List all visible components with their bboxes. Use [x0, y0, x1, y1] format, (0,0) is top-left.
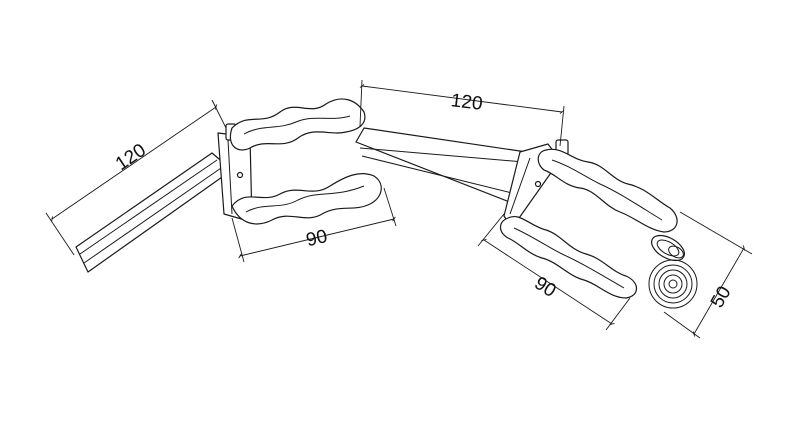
dimension-spring: 50: [663, 211, 753, 339]
dimension-label-left-frame: 90: [304, 226, 329, 251]
right-upper-seat: [537, 148, 678, 233]
pivot-hole: [236, 171, 244, 179]
dimension-label-right-frame: 90: [530, 273, 559, 302]
left-seesaw-unit: [75, 98, 382, 273]
pivot-hole: [534, 180, 542, 188]
dimension-label-left-arm: 120: [112, 140, 150, 175]
dimension-right-arm: 120: [359, 79, 565, 147]
spring-icon: [648, 234, 698, 309]
right-seesaw-unit: [355, 127, 698, 309]
dimension-left-frame: 90: [231, 187, 397, 263]
left-lower-seat: [231, 173, 382, 225]
dimension-label-spring: 50: [707, 283, 736, 312]
left-upper-seat: [229, 98, 366, 151]
left-beam: [75, 152, 233, 273]
dimension-label-right-arm: 120: [450, 90, 484, 115]
